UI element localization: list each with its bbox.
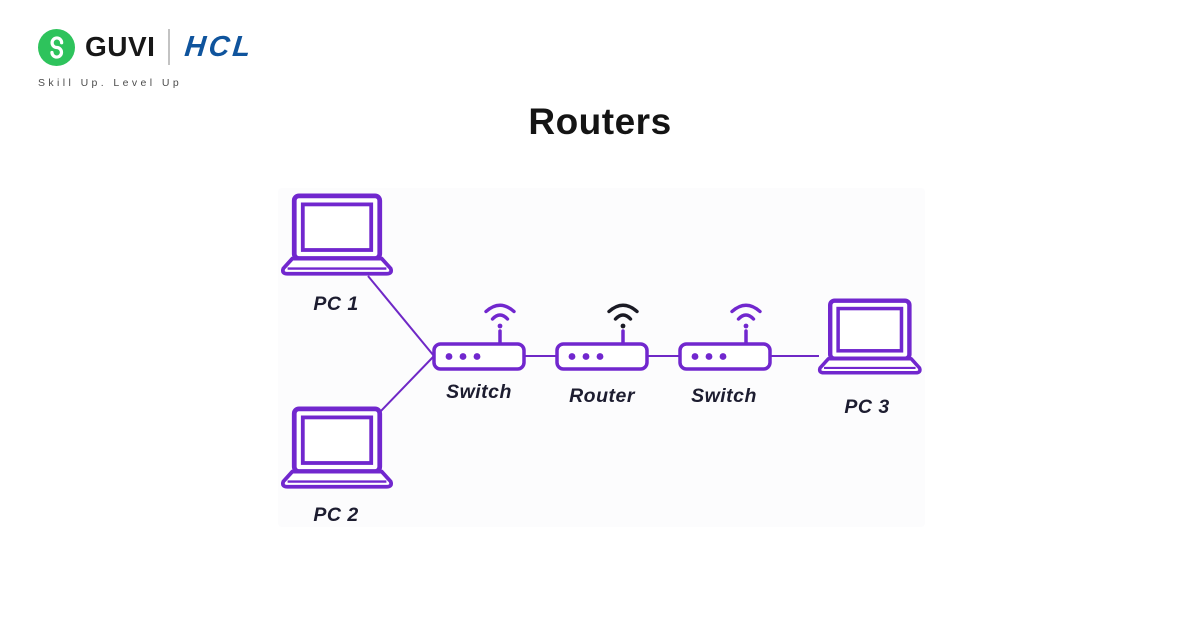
brand-tagline: Skill Up. Level Up (38, 77, 183, 89)
guvi-g-glyph (50, 35, 64, 59)
connection-lines (367, 275, 819, 414)
link-pc1-switch (367, 275, 435, 357)
guvi-logo-icon (38, 28, 75, 66)
pc2-laptop-icon (283, 409, 391, 487)
switch2-device-icon (678, 329, 772, 371)
network-diagram: PC 1 PC 2 Switch Router Switch PC 3 (278, 188, 925, 527)
pc1-label: PC 1 (313, 293, 359, 315)
pc3-label: PC 3 (844, 396, 890, 418)
page-title: Routers (528, 101, 672, 142)
router-wifi-icon (607, 303, 639, 331)
hcl-wordmark: HCL (183, 30, 256, 63)
network-diagram-canvas (278, 188, 925, 527)
switch2-wifi-icon (730, 303, 762, 331)
router-device-icon (555, 329, 649, 371)
pc2-label: PC 2 (313, 504, 359, 526)
brand-header: GUVI HCL Skill Up. Level Up (38, 26, 256, 89)
switch1-wifi-icon (484, 303, 516, 331)
pc3-laptop-icon (820, 301, 920, 373)
switch2-label: Switch (691, 385, 757, 407)
brand-divider (168, 29, 171, 65)
brand-row: GUVI HCL (38, 26, 256, 68)
switch1-device-icon (432, 329, 526, 371)
router-label: Router (569, 385, 635, 407)
guvi-wordmark: GUVI (85, 31, 156, 62)
link-pc2-switch (378, 355, 435, 414)
pc1-laptop-icon (283, 196, 391, 274)
switch1-label: Switch (446, 381, 512, 403)
